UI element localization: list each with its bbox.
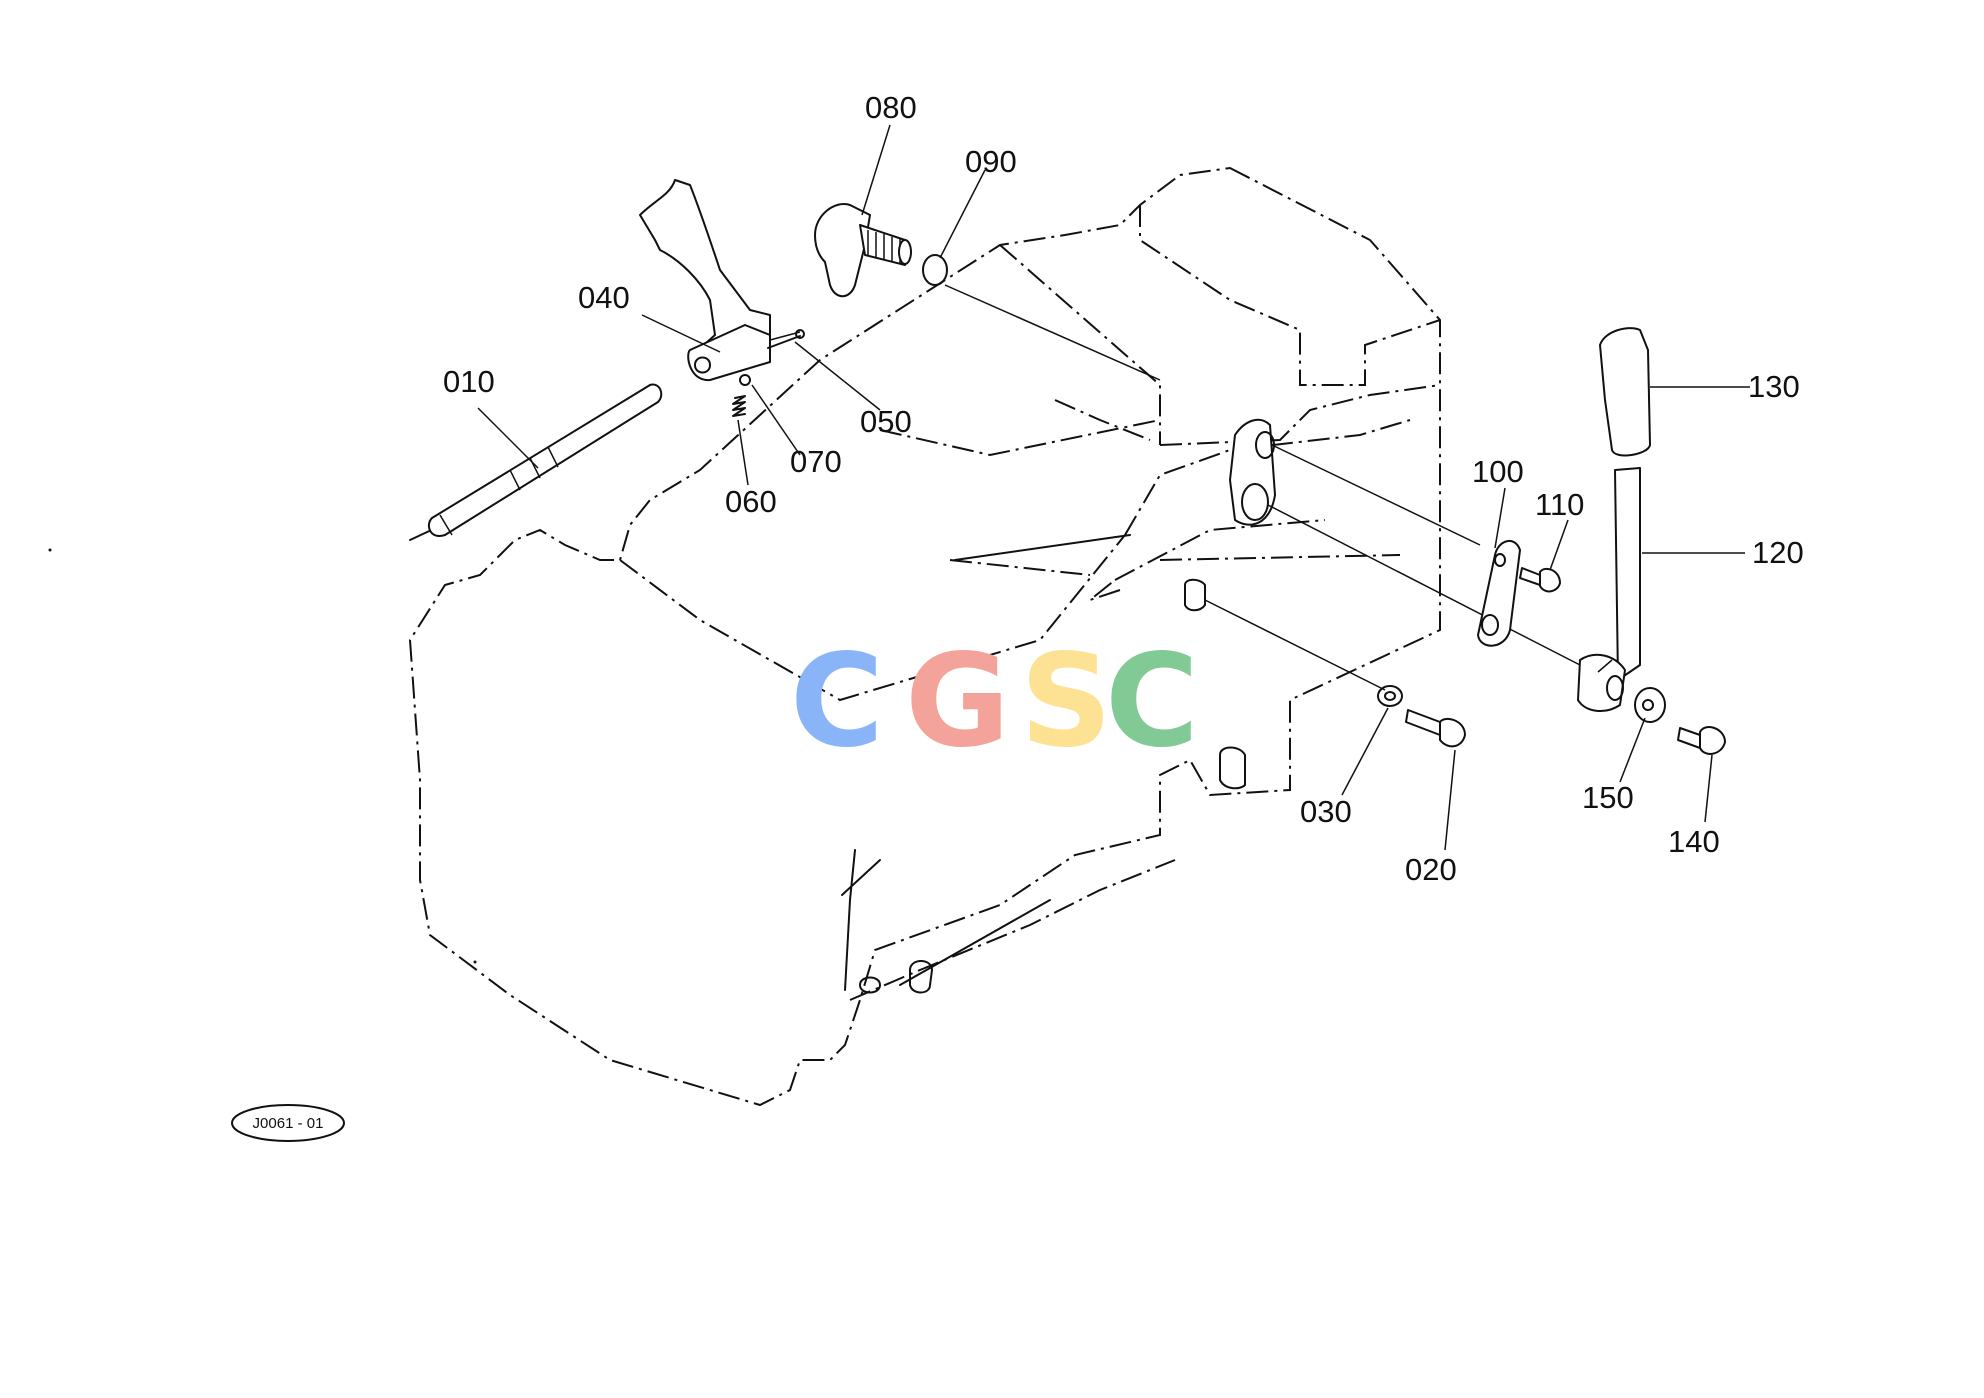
part-110-bolt	[1519, 567, 1561, 593]
part-010-shift-shaft	[409, 383, 663, 541]
part-070-ball	[739, 374, 751, 386]
leader-lines	[477, 124, 1750, 851]
watermark-letter-3: S	[1020, 627, 1112, 776]
watermark-letter-2: G	[905, 627, 1010, 776]
transmission-case-outline	[408, 166, 1441, 1107]
part-050-pin	[767, 329, 805, 349]
case-boss	[1229, 418, 1581, 666]
callout-070: 070	[790, 444, 842, 479]
part-020-bolt	[1405, 709, 1466, 748]
part-030-washer	[1377, 685, 1403, 707]
watermark-logo: C G S C	[790, 627, 1199, 776]
reference-code-text: J0061 - 01	[253, 1115, 324, 1132]
callout-010: 010	[443, 364, 495, 399]
callout-140: 140	[1668, 824, 1720, 859]
part-040-shift-fork	[639, 179, 801, 382]
callout-labels: 010 020 030 040 050 060 070 080 090 100 …	[443, 90, 1804, 887]
callout-130: 130	[1748, 369, 1800, 404]
callout-030: 030	[1300, 794, 1352, 829]
part-100-lever-plate	[1477, 540, 1521, 647]
part-080-shift-arm-shaft	[814, 203, 912, 298]
part-060-spring	[732, 395, 746, 417]
part-090-o-ring	[922, 254, 1161, 381]
watermark-letter-1: C	[790, 627, 884, 776]
callout-020: 020	[1405, 852, 1457, 887]
part-140-bolt	[1677, 726, 1726, 755]
part-bushing	[1184, 578, 1386, 691]
callout-060: 060	[725, 484, 777, 519]
callout-100: 100	[1472, 454, 1524, 489]
callout-040: 040	[578, 280, 630, 315]
callout-150: 150	[1582, 780, 1634, 815]
part-120-lever	[1577, 467, 1641, 712]
part-150-washer	[1634, 687, 1666, 723]
callout-050: 050	[860, 404, 912, 439]
callout-090: 090	[965, 144, 1017, 179]
callout-110: 110	[1535, 487, 1584, 522]
callout-120: 120	[1752, 535, 1804, 570]
part-130-lever-grip	[1599, 327, 1651, 457]
reference-code-badge: J0061 - 01	[231, 1104, 345, 1142]
callout-080: 080	[865, 90, 917, 125]
watermark-letter-4: C	[1105, 627, 1199, 776]
